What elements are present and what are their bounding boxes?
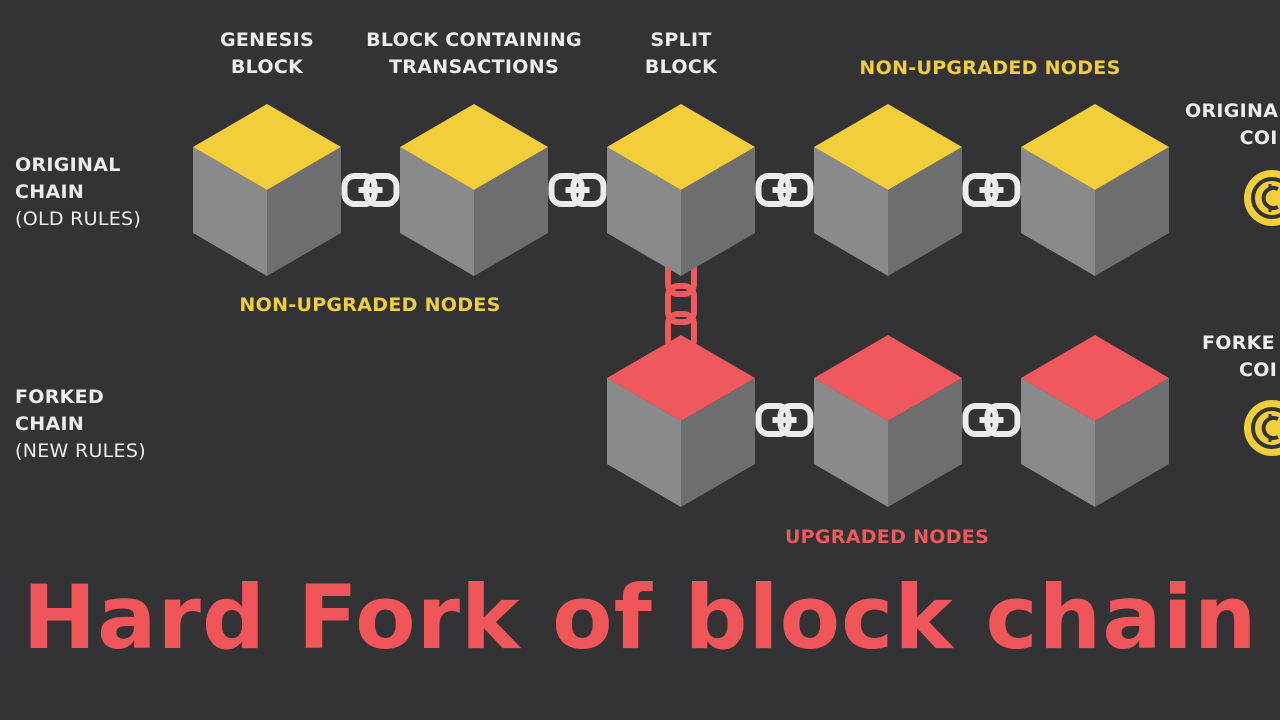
non-upgraded-nodes-top-label: NON-UPGRADED NODES [859, 57, 1121, 79]
chain-link-icon [962, 403, 1021, 437]
page-title: Hard Fork of block chain [22, 566, 1258, 669]
forked-block [1021, 335, 1169, 507]
genesis-block [193, 104, 341, 276]
chain-link-icon [548, 173, 607, 207]
non-upgraded-nodes-mid-label: NON-UPGRADED NODES [239, 294, 501, 316]
original-coin-icon [1244, 170, 1280, 226]
original-block [400, 104, 548, 276]
original-block [1021, 104, 1169, 276]
forked-coin-label: FORKE COI [1202, 332, 1278, 381]
chain-link-icon [962, 173, 1021, 207]
forked-block [814, 335, 962, 507]
forked-chain-label: FORKED CHAIN (NEW RULES) [15, 386, 146, 462]
upgraded-nodes-label: UPGRADED NODES [784, 526, 990, 548]
original-chain-label: ORIGINAL CHAIN (OLD RULES) [15, 154, 142, 230]
forked-coin-icon [1244, 400, 1280, 456]
forked-block [607, 335, 755, 507]
original-block [814, 104, 962, 276]
original-coin-label: ORIGINA COI [1185, 100, 1279, 149]
chain-link-icon [341, 173, 400, 207]
chain-link-icon [755, 173, 814, 207]
split-block [607, 104, 755, 276]
chain-link-icon [755, 403, 814, 437]
